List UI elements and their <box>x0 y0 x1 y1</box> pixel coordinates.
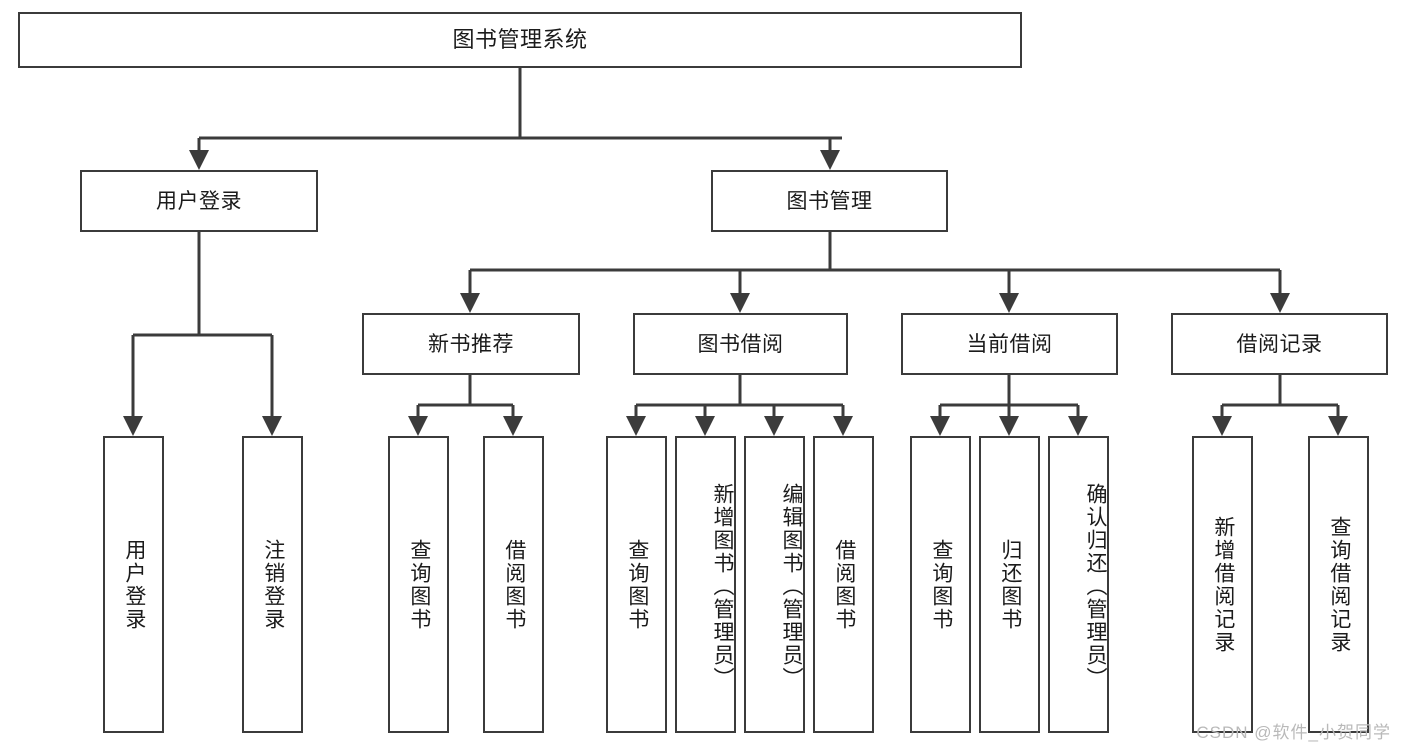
node-label: 新增借阅记录 <box>1211 515 1235 654</box>
leaf-return-book[interactable]: 归还图书 <box>979 436 1040 733</box>
leaf-query-book-recommend[interactable]: 查询图书 <box>388 436 449 733</box>
leaf-borrow-book-recommend[interactable]: 借阅图书 <box>483 436 544 733</box>
leaf-query-book-borrow[interactable]: 查询图书 <box>606 436 667 733</box>
node-book-manage[interactable]: 图书管理 <box>711 170 948 232</box>
node-root-system[interactable]: 图书管理系统 <box>18 12 1022 68</box>
leaf-borrow-book-borrow[interactable]: 借阅图书 <box>813 436 874 733</box>
node-label: 当前借阅 <box>966 332 1053 356</box>
node-label: 编辑图书（管理员） <box>780 483 803 690</box>
node-label: 查询图书 <box>929 538 953 631</box>
leaf-add-borrow-record[interactable]: 新增借阅记录 <box>1192 436 1253 733</box>
csdn-watermark: CSDN @软件_小贺同学 <box>1196 723 1391 742</box>
leaf-query-book-current[interactable]: 查询图书 <box>910 436 971 733</box>
node-label: 用户登录 <box>156 189 242 213</box>
node-label: 确认归还（管理员） <box>1084 483 1107 690</box>
node-label: 注销登录 <box>261 538 285 631</box>
node-label: 查询图书 <box>625 538 649 631</box>
node-user-login[interactable]: 用户登录 <box>80 170 318 232</box>
node-label: 图书借阅 <box>697 332 784 356</box>
node-new-book-recommend[interactable]: 新书推荐 <box>362 313 580 375</box>
node-label: 查询图书 <box>407 538 431 631</box>
node-label: 借阅图书 <box>502 538 526 631</box>
node-label: 新书推荐 <box>428 332 514 356</box>
node-label: 新增图书（管理员） <box>711 483 734 690</box>
node-label: 借阅图书 <box>832 538 856 631</box>
leaf-query-borrow-record[interactable]: 查询借阅记录 <box>1308 436 1369 733</box>
node-label: 借阅记录 <box>1236 332 1323 356</box>
node-label: 图书管理 <box>786 189 873 213</box>
node-current-borrow[interactable]: 当前借阅 <box>901 313 1118 375</box>
node-book-borrow[interactable]: 图书借阅 <box>633 313 848 375</box>
leaf-edit-book[interactable]: 编辑图书（管理员） <box>744 436 805 733</box>
node-borrow-record[interactable]: 借阅记录 <box>1171 313 1388 375</box>
leaf-logout-login[interactable]: 注销登录 <box>242 436 303 733</box>
node-label: 归还图书 <box>998 538 1022 631</box>
node-label: 查询借阅记录 <box>1327 515 1351 654</box>
leaf-confirm-return[interactable]: 确认归还（管理员） <box>1048 436 1109 733</box>
leaf-add-book[interactable]: 新增图书（管理员） <box>675 436 736 733</box>
node-label: 图书管理系统 <box>452 27 588 52</box>
node-label: 用户登录 <box>122 538 146 631</box>
leaf-user-login[interactable]: 用户登录 <box>103 436 164 733</box>
